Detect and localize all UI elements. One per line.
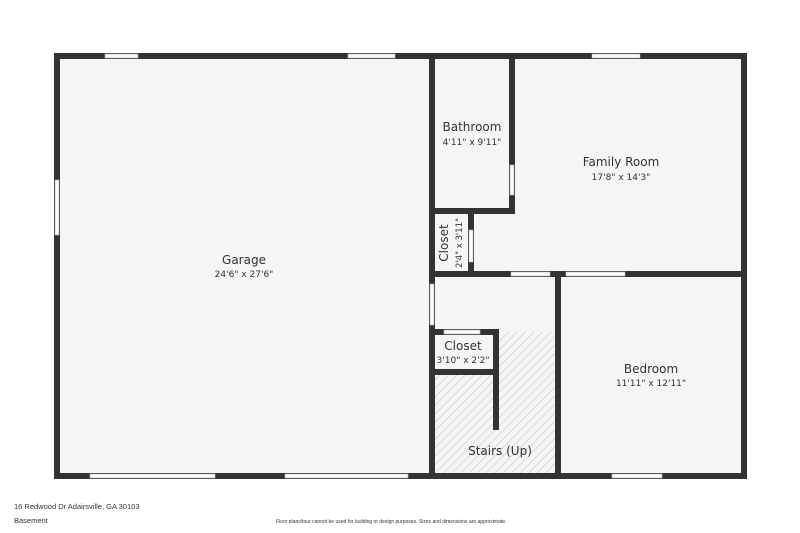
openings bbox=[54, 53, 663, 479]
room-bedroom: Bedroom 11'11" x 12'11" bbox=[616, 362, 686, 389]
door-opening bbox=[468, 229, 474, 263]
door-opening bbox=[429, 283, 435, 326]
room-family-room: Family Room 17'8" x 14'3" bbox=[583, 155, 660, 183]
room-name: Bedroom bbox=[624, 362, 678, 376]
window bbox=[54, 179, 60, 236]
room-dims: 4'11" x 9'11" bbox=[443, 138, 502, 148]
room-closet-upper: Closet 2'4" x 3'11" bbox=[437, 218, 465, 268]
floor bbox=[57, 56, 744, 476]
room-name: Stairs (Up) bbox=[468, 444, 532, 458]
door-opening bbox=[565, 271, 626, 277]
room-dims: 17'8" x 14'3" bbox=[592, 173, 651, 183]
room-closet-lower: Closet 3'10" x 2'2" bbox=[437, 339, 490, 366]
room-name: Bathroom bbox=[443, 120, 502, 134]
room-name: Closet bbox=[437, 224, 451, 262]
window bbox=[611, 473, 663, 479]
floor-label: Basement bbox=[14, 516, 48, 525]
room-stairs: Stairs (Up) bbox=[468, 444, 532, 458]
window bbox=[591, 53, 641, 59]
room-dims: 3'10" x 2'2" bbox=[437, 356, 490, 366]
window bbox=[104, 53, 139, 59]
address: 16 Redwood Dr Adairsville, GA 30103 bbox=[14, 502, 140, 511]
door-opening bbox=[510, 271, 551, 277]
room-dims: 11'11" x 12'11" bbox=[616, 379, 686, 389]
door-opening bbox=[284, 473, 409, 479]
door-opening bbox=[89, 473, 216, 479]
room-dims: 24'6" x 27'6" bbox=[215, 270, 274, 280]
room-name: Garage bbox=[222, 253, 266, 267]
door-opening bbox=[509, 164, 515, 196]
disclaimer: Floor plans/tour cannot be used for buil… bbox=[276, 519, 507, 525]
room-name: Family Room bbox=[583, 155, 660, 169]
room-dims: 2'4" x 3'11" bbox=[455, 218, 465, 268]
room-garage: Garage 24'6" x 27'6" bbox=[215, 253, 274, 280]
room-name: Closet bbox=[444, 339, 482, 353]
door-opening bbox=[443, 329, 481, 335]
window bbox=[347, 53, 396, 59]
room-bathroom: Bathroom 4'11" x 9'11" bbox=[443, 120, 502, 148]
